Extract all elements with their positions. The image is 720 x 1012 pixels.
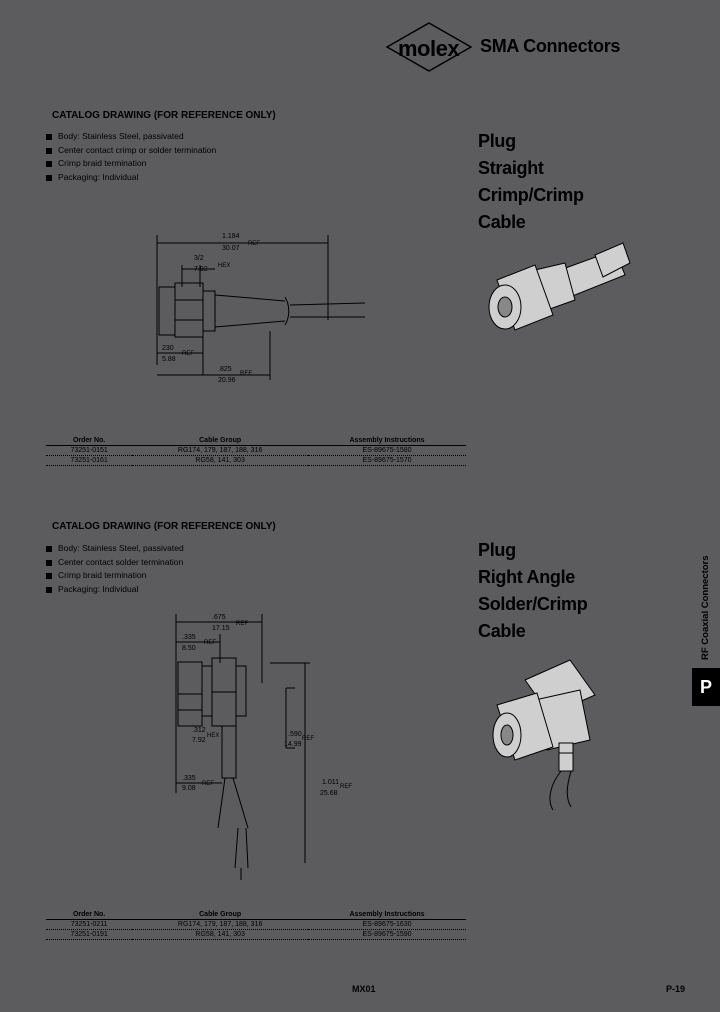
dim-hex-inch: 3/2: [194, 255, 204, 262]
dim-width-inch: .675: [212, 614, 226, 621]
order-number: 73251-0191: [46, 929, 133, 940]
col-assembly: Assembly Instructions: [308, 910, 466, 920]
table-row: 73251-0191 RG58, 141, 303 ES-89675-1590: [46, 929, 466, 940]
product-title-line: Right Angle: [478, 567, 576, 587]
col-order-no: Order No.: [46, 910, 133, 920]
dim-overall-mm: 25.68: [320, 790, 338, 797]
section-2-heading: CATALOG DRAWING (FOR REFERENCE ONLY): [52, 521, 276, 532]
dim-hex-label: HEX: [218, 263, 230, 269]
dim-overall-inch: 1.184: [222, 233, 240, 240]
product-title-line: Plug: [478, 131, 516, 151]
cable-group: RG174, 179, 187, 188, 316: [132, 445, 309, 456]
footer-code: MX01: [352, 984, 376, 994]
dim-body-mm: 9.08: [182, 785, 196, 792]
dim-overall-mm: 30.07: [222, 245, 240, 252]
assembly-instructions: ES-89675-1590: [308, 929, 466, 940]
col-order-no: Order No.: [46, 436, 133, 446]
order-number: 73251-0151: [46, 445, 133, 456]
dim-overall-ref: REF: [340, 784, 352, 790]
col-cable-group: Cable Group: [132, 910, 309, 920]
assembly-instructions: ES-89675-1570: [308, 455, 466, 466]
dim-body-inch: .335: [182, 775, 196, 782]
dim-hex-inch: .312: [192, 727, 206, 734]
product-title-line: Plug: [478, 540, 516, 560]
dim-crimp-ref: REF: [240, 371, 252, 377]
dim-drop-mm: 14.99: [284, 741, 302, 748]
sidebar-category: RF Coaxial Connectors: [700, 530, 714, 660]
dim-drop-ref: REF: [302, 736, 314, 742]
assembly-instructions: ES-89675-1580: [308, 445, 466, 456]
cable-group: RG58, 141, 303: [132, 929, 309, 940]
product-title-line: Solder/Crimp: [478, 594, 588, 614]
feature-item: Packaging: Individual: [46, 583, 184, 597]
dim-body-ref: REF: [202, 781, 214, 787]
assembly-instructions: ES-89675-1630: [308, 919, 466, 930]
dim-front-ref: REF: [204, 640, 216, 646]
col-cable-group: Cable Group: [132, 436, 309, 446]
feature-item: Crimp braid termination: [46, 569, 184, 583]
col-assembly: Assembly Instructions: [308, 436, 466, 446]
feature-item: Crimp braid termination: [46, 157, 216, 171]
order-number: 73251-0161: [46, 455, 133, 466]
section-tab-p[interactable]: P: [692, 668, 720, 706]
product-title-line: Cable: [478, 621, 526, 641]
straight-plug-drawing: 1.184 30.07 REF 3/2 7.92 HEX 230 5.88 RE…: [156, 233, 366, 384]
dim-hex-mm: 7.92: [194, 266, 208, 273]
dim-drop-inch: .590: [288, 731, 302, 738]
feature-item: Body: Stainless Steel, passivated: [46, 542, 184, 556]
section-2-product-title: Plug Right Angle Solder/Crimp Cable: [478, 537, 588, 645]
product-title-line: Crimp/Crimp: [478, 185, 584, 205]
dim-body-mm: 5.88: [162, 356, 176, 363]
dim-overall-ref: REF: [248, 241, 260, 247]
section-1-order-table: Order No. Cable Group Assembly Instructi…: [46, 436, 466, 466]
right-angle-plug-photo: [492, 659, 596, 811]
logo-shape: [385, 22, 473, 72]
section-2-features: Body: Stainless Steel, passivated Center…: [46, 542, 184, 596]
dim-crimp-mm: 20.96: [218, 377, 236, 384]
straight-plug-photo: [488, 242, 631, 331]
page-title: SMA Connectors: [480, 36, 621, 56]
dim-front-inch: .335: [182, 634, 196, 641]
section-1-product-title: Plug Straight Crimp/Crimp Cable: [478, 128, 584, 236]
feature-item: Center contact solder termination: [46, 556, 184, 570]
product-title-line: Cable: [478, 212, 526, 232]
section-1-features: Body: Stainless Steel, passivated Center…: [46, 130, 216, 184]
dim-front-mm: 8.50: [182, 645, 196, 652]
dim-crimp-inch: .825: [218, 366, 232, 373]
brand-name: molex: [398, 36, 460, 61]
cable-group: RG58, 141, 303: [132, 455, 309, 466]
right-angle-plug-drawing: .675 17.15 REF .335 8.50 REF .312 7.92 H…: [175, 614, 352, 880]
dim-hex-label: HEX: [207, 733, 219, 739]
sidebar-label: RF Coaxial Connectors: [700, 555, 711, 660]
molex-logo: molex: [385, 22, 473, 72]
dim-width-ref: REF: [236, 621, 248, 627]
dim-body-ref: REF: [182, 351, 194, 357]
table-row: 73251-0161 RG58, 141, 303 ES-89675-1570: [46, 455, 466, 466]
product-title-line: Straight: [478, 158, 544, 178]
feature-item: Body: Stainless Steel, passivated: [46, 130, 216, 144]
dim-body-inch: 230: [162, 345, 174, 352]
section-2-order-table: Order No. Cable Group Assembly Instructi…: [46, 910, 466, 940]
table-row: 73251-0151 RG174, 179, 187, 188, 316 ES-…: [46, 445, 466, 456]
feature-item: Packaging: Individual: [46, 171, 216, 185]
feature-item: Center contact crimp or solder terminati…: [46, 144, 216, 158]
order-number: 73251-0211: [46, 919, 133, 930]
cable-group: RG174, 179, 187, 188, 316: [132, 919, 309, 930]
dim-hex-mm: 7.92: [192, 737, 206, 744]
section-1-heading: CATALOG DRAWING (FOR REFERENCE ONLY): [52, 110, 276, 121]
page-number: P-19: [666, 984, 686, 994]
table-row: 73251-0211 RG174, 179, 187, 188, 316 ES-…: [46, 919, 466, 930]
dim-width-mm: 17.15: [212, 625, 230, 632]
dim-overall-inch: 1.011: [322, 779, 339, 786]
